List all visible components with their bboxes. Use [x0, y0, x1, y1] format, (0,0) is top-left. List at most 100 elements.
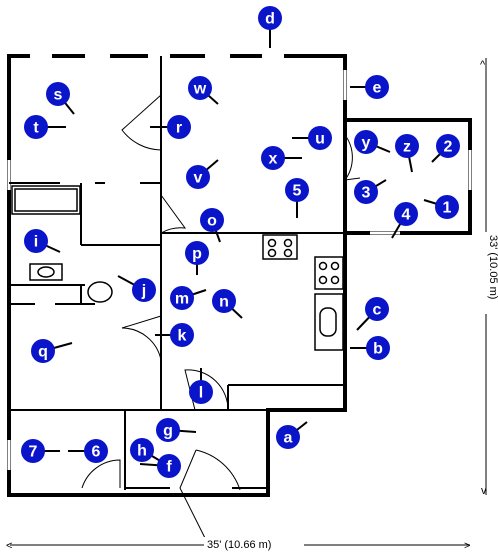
- marker-x: x: [261, 146, 302, 170]
- marker-circle: [354, 180, 378, 204]
- marker-label: g: [163, 423, 173, 440]
- marker-b: b: [350, 336, 390, 360]
- marker-2: 2: [431, 134, 460, 163]
- marker-label: f: [166, 459, 172, 476]
- marker-label: p: [192, 246, 202, 263]
- marker-label: 7: [29, 444, 38, 461]
- marker-circle: [132, 278, 156, 302]
- marker-q: q: [31, 339, 73, 363]
- marker-circle: [157, 454, 181, 478]
- marker-label: c: [373, 302, 382, 319]
- marker-circle: [366, 336, 390, 360]
- marker-a: a: [276, 421, 308, 449]
- marker-circle: [24, 229, 48, 253]
- marker-o: o: [200, 208, 224, 243]
- marker-circle: [261, 146, 285, 170]
- marker-label: m: [175, 291, 189, 308]
- marker-g: g: [156, 418, 197, 442]
- cooktop: [314, 256, 344, 290]
- marker-e: e: [350, 75, 389, 99]
- marker-u: u: [292, 126, 332, 150]
- bathtub: [11, 185, 81, 215]
- marker-circle: [21, 439, 45, 463]
- marker-z: z: [395, 134, 419, 173]
- marker-circle: [308, 126, 332, 150]
- marker-h: h: [130, 438, 163, 463]
- marker-circle: [156, 418, 180, 442]
- svg-text:^: ^: [480, 59, 486, 71]
- marker-circle: [258, 6, 282, 30]
- marker-circle: [394, 202, 418, 226]
- width-dimension: 35' (10.66 m): [207, 539, 271, 551]
- marker-circle: [212, 289, 236, 313]
- height-dimension: 33' (10.05 m): [487, 235, 498, 299]
- marker-l: l: [189, 368, 213, 404]
- marker-circle: [365, 297, 389, 321]
- marker-label: r: [176, 120, 182, 137]
- marker-v: v: [186, 159, 219, 189]
- marker-1: 1: [423, 195, 459, 219]
- marker-circle: [170, 323, 194, 347]
- marker-label: l: [199, 385, 203, 402]
- marker-circle: [276, 425, 300, 449]
- marker-k: k: [155, 323, 194, 347]
- marker-j: j: [117, 275, 156, 302]
- marker-5: 5: [285, 178, 309, 218]
- marker-circle: [46, 82, 70, 106]
- marker-y: y: [354, 130, 391, 154]
- marker-label: 6: [92, 444, 101, 461]
- marker-label: y: [362, 135, 371, 152]
- marker-m: m: [170, 286, 207, 310]
- marker-p: p: [185, 241, 209, 275]
- marker-label: v: [194, 170, 203, 187]
- marker-w: w: [188, 76, 219, 105]
- marker-circle: [170, 286, 194, 310]
- marker-4: 4: [391, 202, 418, 239]
- marker-circle: [365, 75, 389, 99]
- marker-d: d: [258, 6, 282, 48]
- marker-label: w: [193, 81, 207, 98]
- stove: [262, 234, 298, 260]
- marker-circle: [354, 130, 378, 154]
- marker-7: 7: [21, 439, 60, 463]
- marker-circle: [436, 134, 460, 158]
- marker-circle: [395, 134, 419, 158]
- marker-r: r: [150, 115, 191, 139]
- marker-circle: [24, 115, 48, 139]
- marker-t: t: [24, 115, 66, 139]
- doors: [81, 94, 361, 541]
- toilet: [87, 281, 113, 303]
- windows: [7, 70, 472, 470]
- marker-label: t: [33, 120, 39, 137]
- marker-circle: [186, 165, 210, 189]
- marker-label: d: [265, 11, 275, 28]
- svg-text:v: v: [481, 485, 487, 497]
- dimension-arrows: ^ v < >: [6, 59, 487, 552]
- marker-label: 5: [293, 183, 302, 200]
- marker-label: h: [137, 443, 147, 460]
- marker-f: f: [139, 454, 181, 478]
- marker-label: q: [38, 344, 48, 361]
- marker-circle: [185, 241, 209, 265]
- marker-label: 4: [402, 207, 411, 224]
- marker-s: s: [46, 82, 75, 115]
- marker-circle: [285, 178, 309, 202]
- marker-circle: [31, 339, 55, 363]
- marker-circle: [167, 115, 191, 139]
- svg-text:>: >: [464, 540, 470, 552]
- marker-3: 3: [354, 179, 387, 204]
- exterior-walls: [7, 54, 472, 497]
- marker-label: o: [207, 213, 217, 230]
- marker-circle: [435, 195, 459, 219]
- marker-label: u: [315, 131, 325, 148]
- marker-i: i: [24, 229, 61, 253]
- marker-n: n: [212, 289, 243, 319]
- marker-circle: [189, 380, 213, 404]
- marker-circle: [188, 76, 212, 100]
- marker-label: s: [54, 87, 63, 104]
- marker-label: 1: [443, 200, 452, 217]
- marker-label: e: [373, 80, 382, 97]
- marker-label: 3: [362, 185, 371, 202]
